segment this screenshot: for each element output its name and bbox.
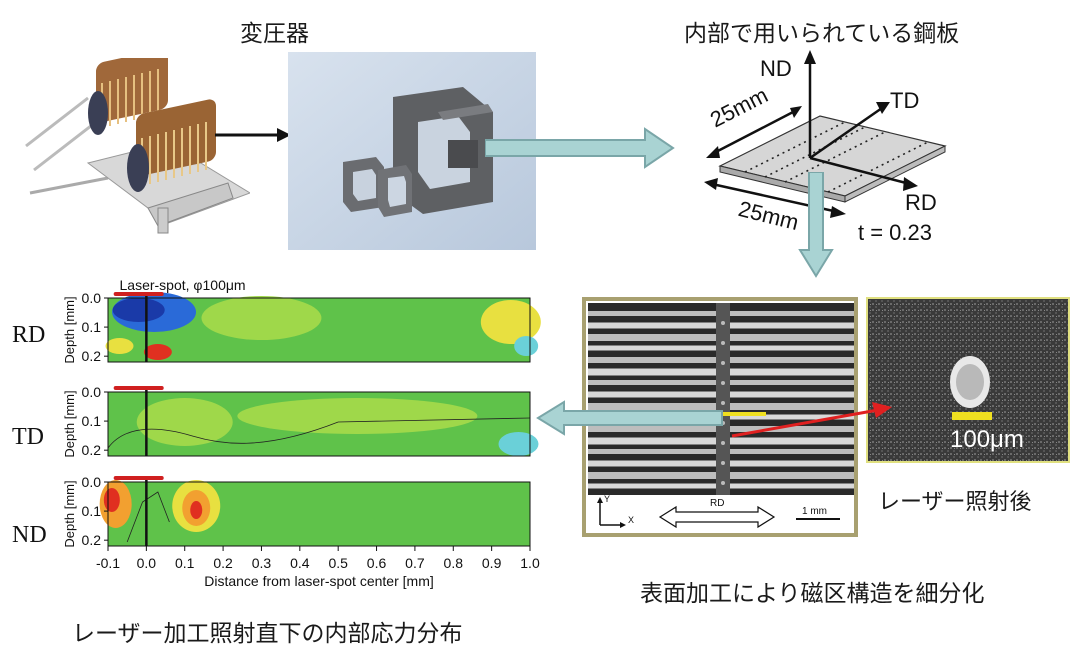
x-tick-label: 0.7 [405,555,425,571]
x-tick-label: 0.3 [252,555,272,571]
y-tick-label: 0.0 [82,474,102,490]
panel-frame [107,481,531,547]
arrow-to-stress-chart [536,400,723,436]
nd-axis-label: ND [760,56,792,81]
inset-scale-label: 100μm [950,426,1024,453]
heatmap-blob [514,336,539,356]
micrograph-rd-label: RD [710,498,725,509]
arrow-to-core [215,128,291,142]
surface-process-caption: 表面加工により磁区構造を細分化 [640,581,985,607]
heatmap-blob [136,398,233,446]
panel-label-rd: RD [12,322,46,348]
y-tick-label: 0.2 [82,532,102,548]
y-tick-label: 0.2 [82,442,102,458]
x-tick-label: 0.4 [290,555,310,571]
arrow-to-micrograph [798,172,834,278]
y-tick-label: 0.1 [82,319,102,335]
x-tick-label: 0.2 [213,555,233,571]
sem-inset-photo [866,297,1070,463]
y-tick-label: 0.1 [82,413,102,429]
heatmap-blob [480,300,541,344]
micrograph-x-label: X [628,515,635,525]
panel-label-nd: ND [12,522,47,548]
y-axis-label: Depth [mm] [62,480,77,547]
core-photo [288,52,536,250]
heatmap-field [108,482,530,546]
contour-line [126,491,170,543]
arrow-to-sheet [485,127,675,169]
heatmap-blob [103,488,120,512]
x-tick-label: 0.5 [328,555,348,571]
transformer-title: 変圧器 [240,21,309,47]
heatmap-blob [190,501,203,519]
rd-axis-label: RD [905,190,937,215]
x-axis-label: Distance from laser-spot center [mm] [204,573,434,589]
y-tick-label: 0.1 [82,503,102,519]
x-tick-label: 0.8 [444,555,464,571]
y-tick-label: 0.2 [82,348,102,364]
x-tick-label: 0.0 [137,555,157,571]
y-tick-label: 0.0 [82,290,102,306]
panel-label-td: TD [12,424,44,450]
x-tick-label: 0.6 [367,555,387,571]
x-tick-label: -0.1 [96,555,120,571]
after-laser-caption: レーザー照射後 [878,490,1032,515]
laser-spot-label: Laser-spot, φ100μm [120,277,246,293]
heatmap-blob [143,344,172,360]
thickness-label: t = 0.23 [858,220,933,245]
contour-line [107,417,531,449]
steel-sheet-diagram [704,50,947,218]
y-tick-label: 0.0 [82,384,102,400]
y-axis-label: Depth [mm] [62,296,77,363]
heatmap-blob [112,298,165,322]
y-axis-label: Depth [mm] [62,390,77,457]
x-tick-label: 1.0 [520,555,540,571]
td-axis-label: TD [890,88,920,113]
heatmap-blob [498,432,539,456]
heatmap-blob [237,398,478,434]
panel-frame [107,391,531,457]
steel-sheet-title: 内部で用いられている鋼板 [684,21,960,47]
micrograph-y-label: Y [604,494,611,504]
heatmap-blob [201,296,322,340]
heatmap-blob [105,338,134,354]
stress-chart-caption: レーザー加工照射直下の内部応力分布 [72,621,463,647]
micrograph-legend [588,495,854,533]
panel-frame [107,297,531,363]
x-tick-label: 0.1 [175,555,195,571]
red-zoom-arrow [731,402,892,438]
transformer-photo [18,58,250,248]
micrograph-scale-label: 1 mm [802,506,827,517]
x-tick-label: 0.9 [482,555,502,571]
